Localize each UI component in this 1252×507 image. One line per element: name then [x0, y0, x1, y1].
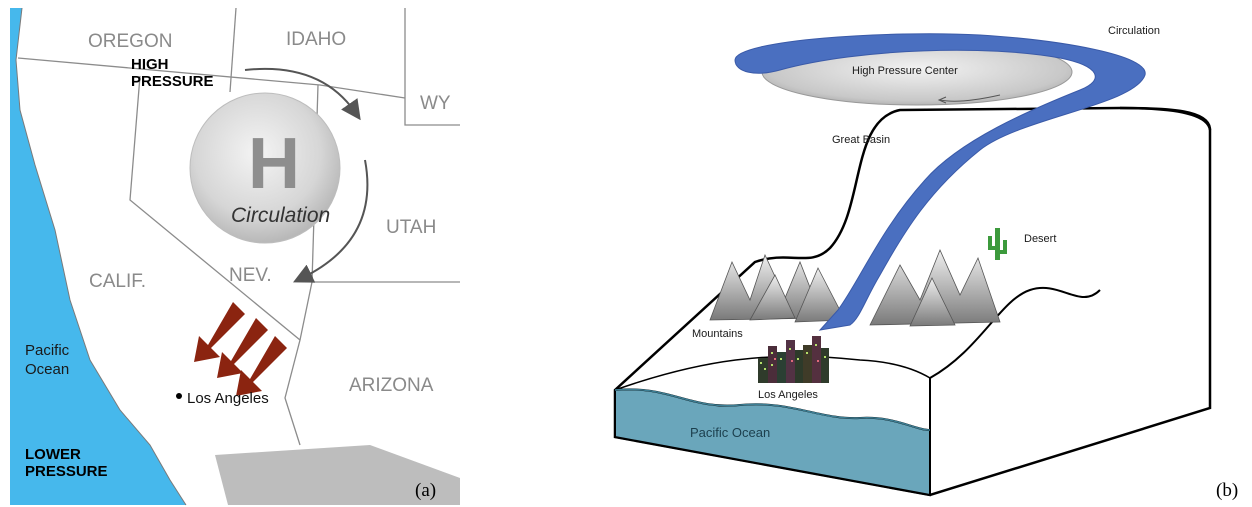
high-pressure-label: HIGH PRESSURE [131, 56, 214, 91]
los-angeles-label: Los Angeles [187, 390, 269, 407]
terrain-graphic [613, 33, 1212, 497]
mountains-left [709, 253, 846, 323]
high-pressure-line-2: PRESSURE [131, 73, 214, 91]
pacific-ocean-area [10, 8, 186, 505]
mountains-right [869, 248, 1001, 327]
state-label-california: CALIF. [89, 271, 147, 292]
ocean-line-1: Pacific [25, 342, 70, 359]
h-letter: H [248, 124, 300, 204]
mexico-area [215, 445, 460, 505]
desert-label: Desert [1024, 233, 1057, 245]
circulation-band [734, 33, 1146, 331]
los-angeles-label-b: Los Angeles [758, 389, 818, 401]
high-pressure-sphere [189, 92, 341, 244]
ocean-line-2: Ocean [25, 360, 70, 378]
offshore-wind-arrows [194, 302, 287, 396]
circulation-label-b: Circulation [1108, 25, 1160, 37]
circulation-arrow-top [244, 67, 361, 121]
lower-pressure-label: LOWER PRESSURE [25, 446, 108, 481]
high-pressure-center-label: High Pressure Center [852, 65, 958, 77]
cactus-icon [988, 228, 1007, 260]
state-label-arizona: ARIZONA [349, 375, 434, 396]
panel-tag-a: (a) [415, 480, 437, 501]
pacific-ocean-label: Pacific Ocean [25, 342, 69, 380]
state-label-utah: UTAH [386, 217, 437, 238]
pacific-ocean-label-b: Pacific Ocean [690, 425, 771, 440]
lower-pressure-line-1: LOWER [25, 446, 81, 463]
panel-b-terrain-diagram: Circulation High Pressure Center Great B… [560, 0, 1252, 507]
panel-tag-b: (b) [1216, 480, 1239, 501]
mountains-label: Mountains [692, 328, 743, 340]
state-label-wy: WY [420, 93, 451, 114]
map-graphic [10, 7, 460, 506]
los-angeles-buildings [758, 336, 829, 383]
high-pressure-line-1: HIGH [131, 56, 169, 73]
state-label-oregon: OREGON [88, 31, 173, 52]
circulation-label: Circulation [231, 204, 331, 227]
great-basin-label: Great Basin [832, 134, 891, 146]
state-label-idaho: IDAHO [286, 29, 347, 50]
panel-a-map: OREGON IDAHO WY UTAH NEV. CALIF. ARIZONA… [0, 0, 460, 507]
los-angeles-dot [176, 393, 182, 399]
state-label-nevada: NEV. [229, 265, 272, 286]
lower-pressure-line-2: PRESSURE [25, 463, 108, 481]
circulation-arrow-right [293, 159, 369, 283]
